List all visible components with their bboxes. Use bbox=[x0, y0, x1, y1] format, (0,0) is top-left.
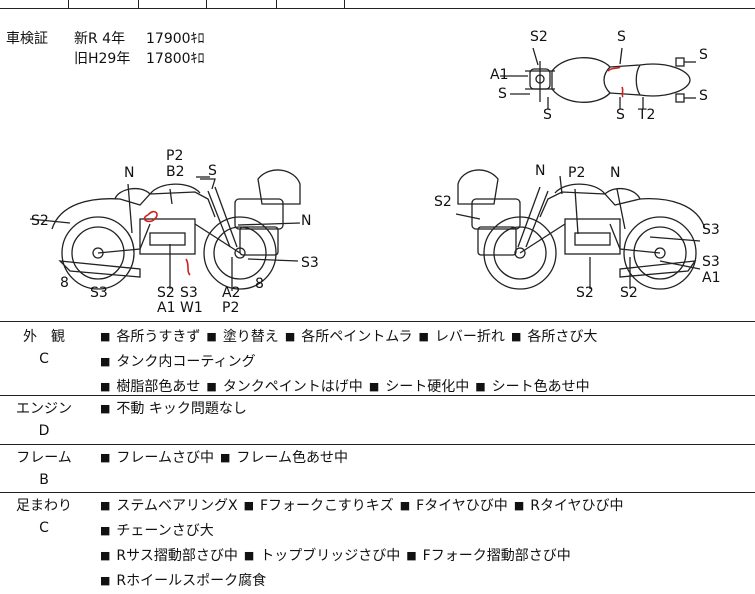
left-label-w1: W1 bbox=[180, 300, 203, 316]
top-label-s-1: S bbox=[617, 29, 626, 45]
right-label-s3-1: S3 bbox=[702, 222, 720, 238]
list-item: シート色あせ中 bbox=[475, 379, 590, 395]
right-label-n: N bbox=[610, 165, 621, 181]
list-item: Fフォークこすりキズ bbox=[244, 498, 394, 514]
motorcycle-diagrams bbox=[29, 47, 706, 291]
right-side-diagram bbox=[455, 169, 706, 290]
list-item: Fフォーク摺動部さび中 bbox=[406, 548, 571, 564]
right-label-s2-bottom-1: S2 bbox=[576, 285, 594, 301]
section-exterior: 外 観 C 各所うすきず塗り替え各所ペイントムラレバー折れ各所さび大タンク内コー… bbox=[0, 322, 755, 396]
left-label-s3-mid: S3 bbox=[180, 285, 198, 301]
right-label-s2: S2 bbox=[434, 194, 452, 210]
top-label-s-6: S bbox=[699, 88, 708, 104]
left-label-n-right: N bbox=[301, 213, 312, 229]
left-label-n-top: N bbox=[124, 165, 135, 181]
list-item: 各所さび大 bbox=[511, 329, 597, 345]
list-item: Rサス摺動部さび中 bbox=[100, 548, 237, 564]
section-frame-name: フレーム bbox=[16, 450, 72, 466]
list-item: チェーンさび大 bbox=[100, 523, 213, 539]
left-label-8-rear: 8 bbox=[255, 276, 264, 292]
top-label-s-3: S bbox=[543, 107, 552, 123]
list-item: トップブリッジさび中 bbox=[244, 548, 400, 564]
right-label-s3-2: S3 bbox=[702, 254, 720, 270]
right-label-p2: P2 bbox=[568, 165, 586, 181]
registration-label: 車検証 bbox=[6, 31, 48, 47]
top-label-s-5: S bbox=[699, 47, 708, 63]
section-suspension: 足まわり C ステムベアリングX Fフォークこすりキズ Fタイヤひび中 Rタイヤひび中… bbox=[0, 493, 755, 589]
top-table-edge bbox=[0, 0, 755, 9]
list-item: フレームさび中 bbox=[100, 450, 214, 466]
list-item: シート硬化中 bbox=[369, 379, 469, 395]
top-label-t2: T2 bbox=[638, 107, 656, 123]
right-label-n-top: N bbox=[535, 163, 546, 179]
section-frame-grade: B bbox=[39, 472, 49, 488]
left-label-a1: A1 bbox=[157, 300, 176, 316]
list-item: 各所ペイントムラ bbox=[285, 329, 412, 345]
list-item: 塗り替え bbox=[206, 329, 279, 345]
top-label-s2: S2 bbox=[530, 29, 548, 45]
list-item: 不動 キック問題なし bbox=[100, 401, 246, 417]
section-exterior-name: 外 観 bbox=[23, 329, 65, 345]
section-suspension-name: 足まわり bbox=[16, 498, 72, 514]
left-side-diagram bbox=[29, 169, 301, 291]
left-label-p2-bottom: P2 bbox=[222, 300, 240, 316]
top-label-a1: A1 bbox=[490, 67, 509, 83]
list-item: Rホイールスポーク腐食 bbox=[100, 573, 266, 589]
section-suspension-items: ステムベアリングX Fフォークこすりキズ Fタイヤひび中 Rタイヤひび中チェーンさび大… bbox=[100, 494, 747, 594]
left-label-s2: S2 bbox=[31, 213, 49, 229]
section-suspension-grade: C bbox=[39, 520, 49, 536]
list-item: 各所うすきず bbox=[100, 329, 200, 345]
left-label-a2: A2 bbox=[222, 285, 241, 301]
list-item: レバー折れ bbox=[419, 329, 505, 345]
right-label-a1: A1 bbox=[702, 270, 721, 286]
left-label-s2-bottom: S2 bbox=[157, 285, 175, 301]
section-frame-items: フレームさび中フレーム色あせ中 bbox=[100, 446, 747, 471]
section-frame: フレーム B フレームさび中フレーム色あせ中 bbox=[0, 445, 755, 493]
section-engine-name: エンジン bbox=[16, 401, 72, 417]
section-exterior-items: 各所うすきず塗り替え各所ペイントムラレバー折れ各所さび大タンク内コーティング 樹… bbox=[100, 325, 747, 400]
top-label-s-2: S bbox=[498, 86, 507, 102]
section-engine-grade: D bbox=[38, 423, 50, 439]
list-item: タンク内コーティング bbox=[100, 354, 255, 370]
right-label-s2-bottom-2: S2 bbox=[620, 285, 638, 301]
list-item: フレーム色あせ中 bbox=[220, 450, 348, 466]
left-label-p2: P2 bbox=[166, 148, 184, 164]
list-item: Rタイヤひび中 bbox=[514, 498, 623, 514]
section-exterior-grade: C bbox=[39, 351, 49, 367]
left-label-b2: B2 bbox=[166, 164, 185, 180]
section-engine-items: 不動 キック問題なし bbox=[100, 397, 747, 422]
left-label-s: S bbox=[208, 163, 217, 179]
list-item: タンクペイントはげ中 bbox=[206, 379, 363, 395]
list-item: 樹脂部色あせ bbox=[100, 379, 200, 395]
left-label-8-front: 8 bbox=[60, 275, 69, 291]
top-label-s-4: S bbox=[616, 107, 625, 123]
section-engine: エンジン D 不動 キック問題なし bbox=[0, 396, 755, 445]
list-item: Fタイヤひび中 bbox=[400, 498, 508, 514]
left-label-s3-bottom: S3 bbox=[90, 285, 108, 301]
list-item: ステムベアリングX bbox=[100, 498, 237, 514]
top-view-diagram bbox=[500, 47, 696, 109]
left-label-s3-right: S3 bbox=[301, 255, 319, 271]
